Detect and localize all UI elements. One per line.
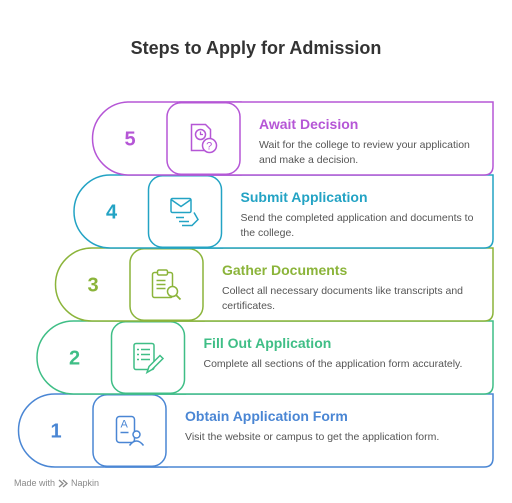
step-4-description: Send the completed application and docum…	[240, 212, 474, 239]
step-5-card	[179, 101, 494, 176]
step-4-number: 4	[106, 202, 118, 224]
step-4-icon-tab	[147, 175, 223, 248]
step-2-number: 2	[69, 348, 80, 370]
step-2-card	[123, 320, 494, 395]
step-4-title: Submit Application	[240, 189, 368, 205]
step-5-title: Await Decision	[259, 116, 359, 132]
step-1-card	[105, 393, 494, 468]
step-3-title: Gather Documents	[222, 262, 348, 278]
document-person-icon: A	[115, 415, 145, 446]
step-3: 3	[54, 247, 494, 322]
step-3-number: 3	[87, 275, 98, 297]
clipboard-search-icon	[151, 269, 182, 301]
step-5-description: Wait for the college to review your appl…	[259, 139, 470, 166]
step-3-icon-tab	[129, 248, 204, 321]
form-pen-icon	[133, 342, 165, 375]
step-3-description: Collect all necessary documents like tra…	[222, 285, 464, 312]
document-clock-question-icon: ?	[190, 123, 218, 154]
page-title: Steps to Apply for Admission	[130, 38, 382, 58]
step-1-number: 1	[50, 421, 61, 443]
step-1-icon-tab	[92, 394, 167, 467]
napkin-logo-icon	[58, 479, 69, 487]
step-2-description: Complete all sections of the application…	[203, 358, 463, 370]
step-4: 4	[73, 174, 494, 249]
step-1-title: Obtain Application Form	[185, 408, 348, 424]
step-5: 5?	[91, 101, 494, 176]
step-2-title: Fill Out Application	[203, 335, 332, 351]
footer: Made with Napkin	[14, 478, 99, 488]
step-4-card	[160, 174, 494, 249]
svg-text:A: A	[121, 419, 129, 431]
footer-made-with: Made with	[14, 478, 56, 488]
step-2-icon-tab	[110, 321, 186, 394]
hand-envelope-icon	[170, 197, 199, 227]
step-2: 2	[36, 320, 494, 395]
svg-text:?: ?	[206, 141, 212, 153]
step-1-description: Visit the website or campus to get the a…	[185, 431, 440, 443]
footer-brand: Napkin	[71, 478, 100, 488]
step-3-card	[142, 247, 494, 322]
step-5-number: 5	[124, 129, 135, 151]
